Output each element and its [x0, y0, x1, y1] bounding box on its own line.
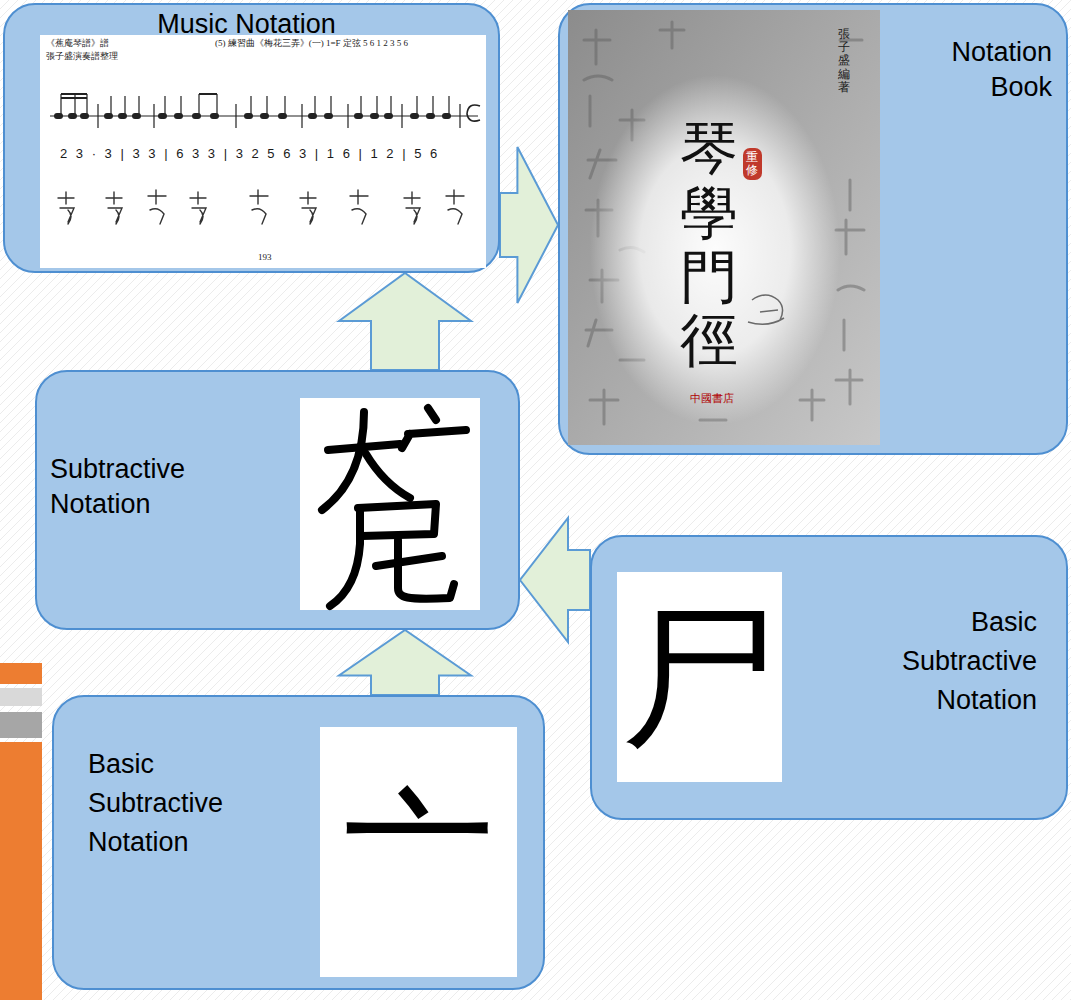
book-author: 張子盛 編著 — [838, 28, 850, 94]
notation-glyph: 亠 — [320, 727, 517, 977]
reduced-notation-row — [58, 190, 464, 224]
side-bar-grey — [0, 688, 42, 706]
label-layer: 《蕉庵琴譜》譜張子盛演奏譜整理 (5) 練習曲《梅花三弄》(一) 1=F 定弦 5… — [0, 0, 850, 405]
sheet-header: (5) 練習曲《梅花三弄》(一) 1=F 定弦 5 6 1 2 3 5 6 — [215, 38, 408, 49]
notation-box: Notation Book — [558, 3, 1068, 455]
bar-lines — [98, 104, 460, 128]
glyph-stroke — [398, 540, 454, 599]
note-stems — [61, 94, 449, 116]
book-cover-image — [568, 10, 880, 445]
clef-symbol — [467, 105, 480, 121]
page-number: 193 — [258, 252, 272, 263]
side-bar-orange — [0, 663, 42, 684]
box-title: Basic Subtractive Notation — [862, 603, 1037, 720]
number-notation-row: 2 3 · 3 | 3 3 | 6 3 3 | 3 2 5 6 3 | 1 6 … — [60, 146, 437, 162]
cover-background — [568, 10, 880, 445]
book-publisher: 中國書店 — [690, 392, 734, 405]
glyph-stroke — [428, 408, 436, 420]
glyph-stroke — [366, 454, 410, 498]
glyph-stroke — [376, 556, 442, 566]
glyph-stroke — [322, 412, 364, 510]
staff-line — [50, 115, 478, 116]
side-bar-dark-grey — [0, 712, 42, 738]
box-title: Basic Subtractive Notation — [88, 745, 263, 862]
notation-box: 尸 Basic Subtractive Notation — [590, 535, 1068, 820]
box-title: Music Notation — [5, 7, 488, 42]
box-title: Notation Book — [912, 35, 1052, 105]
block-arrow — [500, 147, 558, 303]
side-bar-orange — [0, 742, 42, 1000]
block-arrow — [339, 630, 471, 695]
cover-calligraphy-texture — [584, 22, 864, 424]
glyph-stroke — [358, 504, 436, 536]
block-arrow — [520, 518, 590, 642]
compound-glyph — [322, 408, 466, 606]
compound-glyph-image — [300, 398, 480, 610]
note-heads — [57, 113, 448, 119]
sheet-music-image — [40, 35, 486, 268]
block-arrow — [339, 273, 471, 370]
box-title: Subtractive Notation — [50, 452, 250, 522]
glyph-stroke — [402, 430, 466, 448]
hand-sketch — [748, 295, 784, 324]
sheet-paper — [40, 35, 486, 268]
notation-box: Basic Subtractive Notation 亠 — [52, 695, 545, 990]
glyph-stroke — [328, 444, 400, 450]
notation-box: Subtractive Notation — [35, 370, 520, 630]
edition-mark: 重修 — [746, 151, 758, 177]
note-beams — [61, 94, 217, 98]
notation-glyph: 尸 — [617, 572, 782, 782]
cover-glow — [590, 75, 840, 425]
sheet-source: 《蕉庵琴譜》譜 — [46, 38, 109, 49]
book-title: 琴學門徑 — [680, 118, 738, 373]
glyph-stroke — [330, 508, 360, 606]
edition-badge — [743, 148, 762, 180]
sheet-editor: 張子盛演奏譜整理 — [46, 51, 118, 62]
glyph-panel — [300, 398, 480, 610]
